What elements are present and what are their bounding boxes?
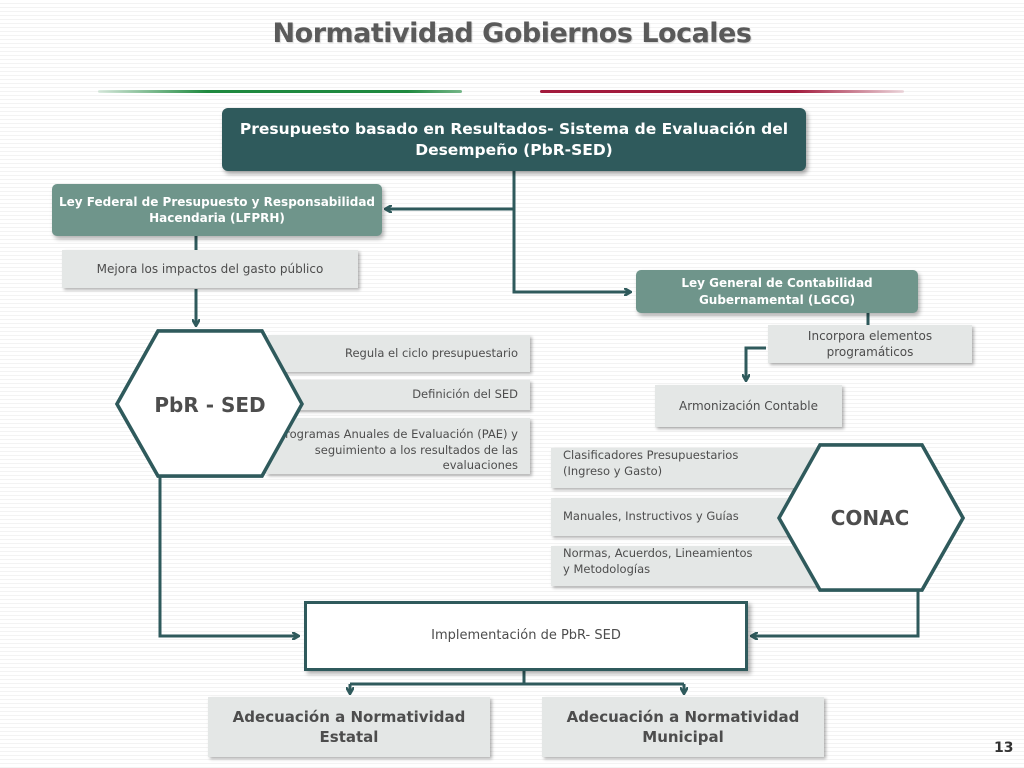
estatal-line2: Estatal xyxy=(319,728,379,746)
incorpora-line1: Incorpora elementos xyxy=(807,328,933,343)
programas-line3: evaluaciones xyxy=(442,458,518,473)
lfprh-box: Ley Federal de Presupuesto y Responsabil… xyxy=(52,184,382,236)
clasificadores-box: Clasificadores Presupuestarios (Ingreso … xyxy=(551,448,823,488)
armonizacion-box: Armonización Contable xyxy=(655,385,842,427)
page-number: 13 xyxy=(994,740,1014,756)
lgcg-line2: Gubernamental (LGCG) xyxy=(698,292,856,307)
connector-conac-to-implementacion xyxy=(752,591,920,636)
red-divider xyxy=(540,90,904,93)
pbr-sed-main-box: Presupuesto basado en Resultados- Sistem… xyxy=(222,108,806,171)
clasificadores-line2: (Ingreso y Gasto) xyxy=(563,463,663,478)
lfprh-line1: Ley Federal de Presupuesto y Responsabil… xyxy=(58,194,376,209)
municipal-line2: Municipal xyxy=(642,728,724,746)
connector-top-to-lfprh xyxy=(386,170,516,209)
municipal-box: Adecuación a Normatividad Municipal xyxy=(542,697,824,757)
clasificadores-line1: Clasificadores Presupuestarios xyxy=(563,448,739,462)
pbr-sed-main-line1: Presupuesto basado en Resultados- Sistem… xyxy=(239,119,789,138)
connector-incorpora-to-armonizacion xyxy=(746,346,766,380)
connector-pbr-to-implementacion xyxy=(158,476,298,636)
pbr-sed-main-line2: Desempeño (PbR-SED) xyxy=(415,140,613,159)
pbr-sed-label: PbR - SED xyxy=(154,393,266,417)
normas-line2: y Metodologías xyxy=(563,561,651,576)
regula-box: Regula el ciclo presupuestario xyxy=(268,335,530,372)
lgcg-box: Ley General de Contabilidad Gubernamenta… xyxy=(636,270,918,313)
lgcg-line1: Ley General de Contabilidad xyxy=(681,276,873,291)
normas-box: Normas, Acuerdos, Lineamientos y Metodol… xyxy=(551,546,823,586)
manuales-box: Manuales, Instructivos y Guías xyxy=(551,498,791,536)
normas-line1: Normas, Acuerdos, Lineamientos xyxy=(563,546,753,560)
incorpora-box: Incorpora elementos programáticos xyxy=(768,325,972,363)
programas-line1: Programas Anuales de Evaluación (PAE) y xyxy=(278,427,518,442)
estatal-box: Adecuación a Normatividad Estatal xyxy=(208,697,490,757)
programas-line2: seguimiento a los resultados de las xyxy=(314,442,518,457)
green-divider xyxy=(98,90,462,93)
mejora-box: Mejora los impactos del gasto público xyxy=(62,250,358,288)
connector-top-to-lgcg xyxy=(512,209,630,292)
lfprh-line2: Hacendaria (LFPRH) xyxy=(149,211,285,225)
programas-box: Programas Anuales de Evaluación (PAE) y … xyxy=(266,418,530,474)
conac-label: CONAC xyxy=(830,506,910,530)
implementacion-box: Implementación de PbR- SED xyxy=(304,601,748,671)
incorpora-line2: programáticos xyxy=(826,345,914,359)
definicion-box: Definición del SED xyxy=(290,380,530,410)
municipal-line1: Adecuación a Normatividad xyxy=(566,707,800,726)
estatal-line1: Adecuación a Normatividad xyxy=(232,707,466,726)
page-title: Normatividad Gobiernos Locales xyxy=(272,18,752,49)
